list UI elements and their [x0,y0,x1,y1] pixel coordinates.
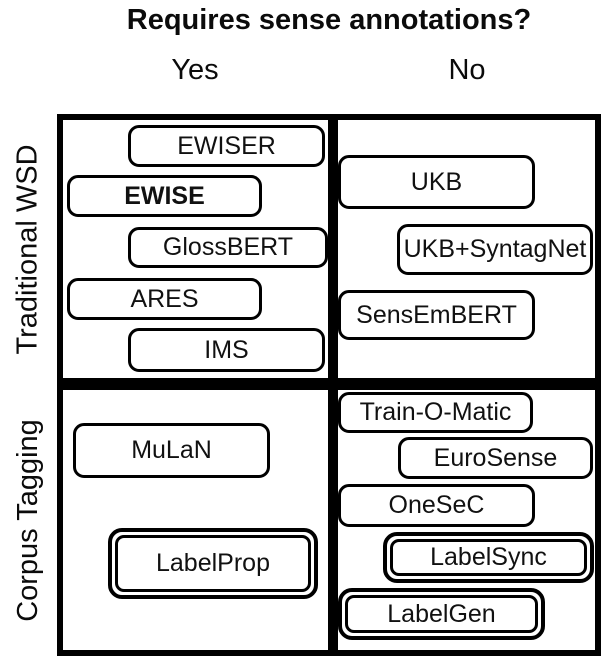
method-box-train-o-matic: Train-O-Matic [338,392,533,433]
method-box-mulan: MuLaN [73,423,270,478]
method-label: LabelProp [156,549,270,577]
row-label-corpus-tagging: Corpus Tagging [0,384,57,656]
method-box-onesec: OneSeC [338,484,535,527]
method-label: ARES [130,284,199,313]
method-label: UKB+SyntagNet [403,235,587,263]
method-box-labelgen: LabelGen [338,588,545,640]
column-header-no: No [448,54,486,86]
row-label-text: Corpus Tagging [12,418,45,622]
row-label-traditional-wsd: Traditional WSD [0,114,57,384]
method-label: GlossBERT [162,233,294,261]
column-header-yes: Yes [171,54,219,86]
method-box-ewiser: EWISER [128,125,325,167]
method-label: SensEmBERT [356,300,517,329]
method-label: IMS [204,335,249,364]
method-label: EuroSense [433,443,558,472]
method-box-inner-border: LabelProp [115,535,311,592]
method-box-labelsync: LabelSync [383,532,594,583]
method-box-inner-border: LabelGen [345,595,538,633]
method-label: Train-O-Matic [359,398,512,426]
method-box-inner-border: LabelSync [390,539,587,576]
method-label: MuLaN [131,436,212,464]
method-box-labelprop: LabelProp [108,528,318,599]
method-label: LabelGen [387,599,496,628]
method-label: UKB [410,167,463,196]
method-box-ukb: UKB [338,155,535,209]
quadrant-traditional-yes: EWISER EWISE GlossBERT ARES IMS [63,120,333,384]
method-box-ukb-syntagnet: UKB+SyntagNet [397,224,593,275]
method-label: EWISER [177,131,276,160]
method-box-ewise: EWISE [67,175,262,217]
method-label: LabelSync [430,543,547,571]
quadrant-traditional-no: UKB UKB+SyntagNet SensEmBERT [333,120,595,384]
method-box-sensembert: SensEmBERT [338,290,535,340]
method-label: OneSeC [388,491,485,519]
figure-title: Requires sense annotations? [126,4,532,36]
quadrant-corpus-yes: MuLaN LabelProp [63,384,333,650]
row-label-text: Traditional WSD [12,143,45,355]
method-box-ares: ARES [67,278,262,320]
quadrant-grid: EWISER EWISE GlossBERT ARES IMS UKB UKB+… [57,114,601,656]
method-box-glossbert: GlossBERT [128,227,328,268]
quadrant-corpus-no: Train-O-Matic EuroSense OneSeC LabelSync… [333,384,595,650]
method-box-eurosense: EuroSense [398,437,593,479]
method-label: EWISE [124,181,205,210]
method-box-ims: IMS [128,328,325,372]
